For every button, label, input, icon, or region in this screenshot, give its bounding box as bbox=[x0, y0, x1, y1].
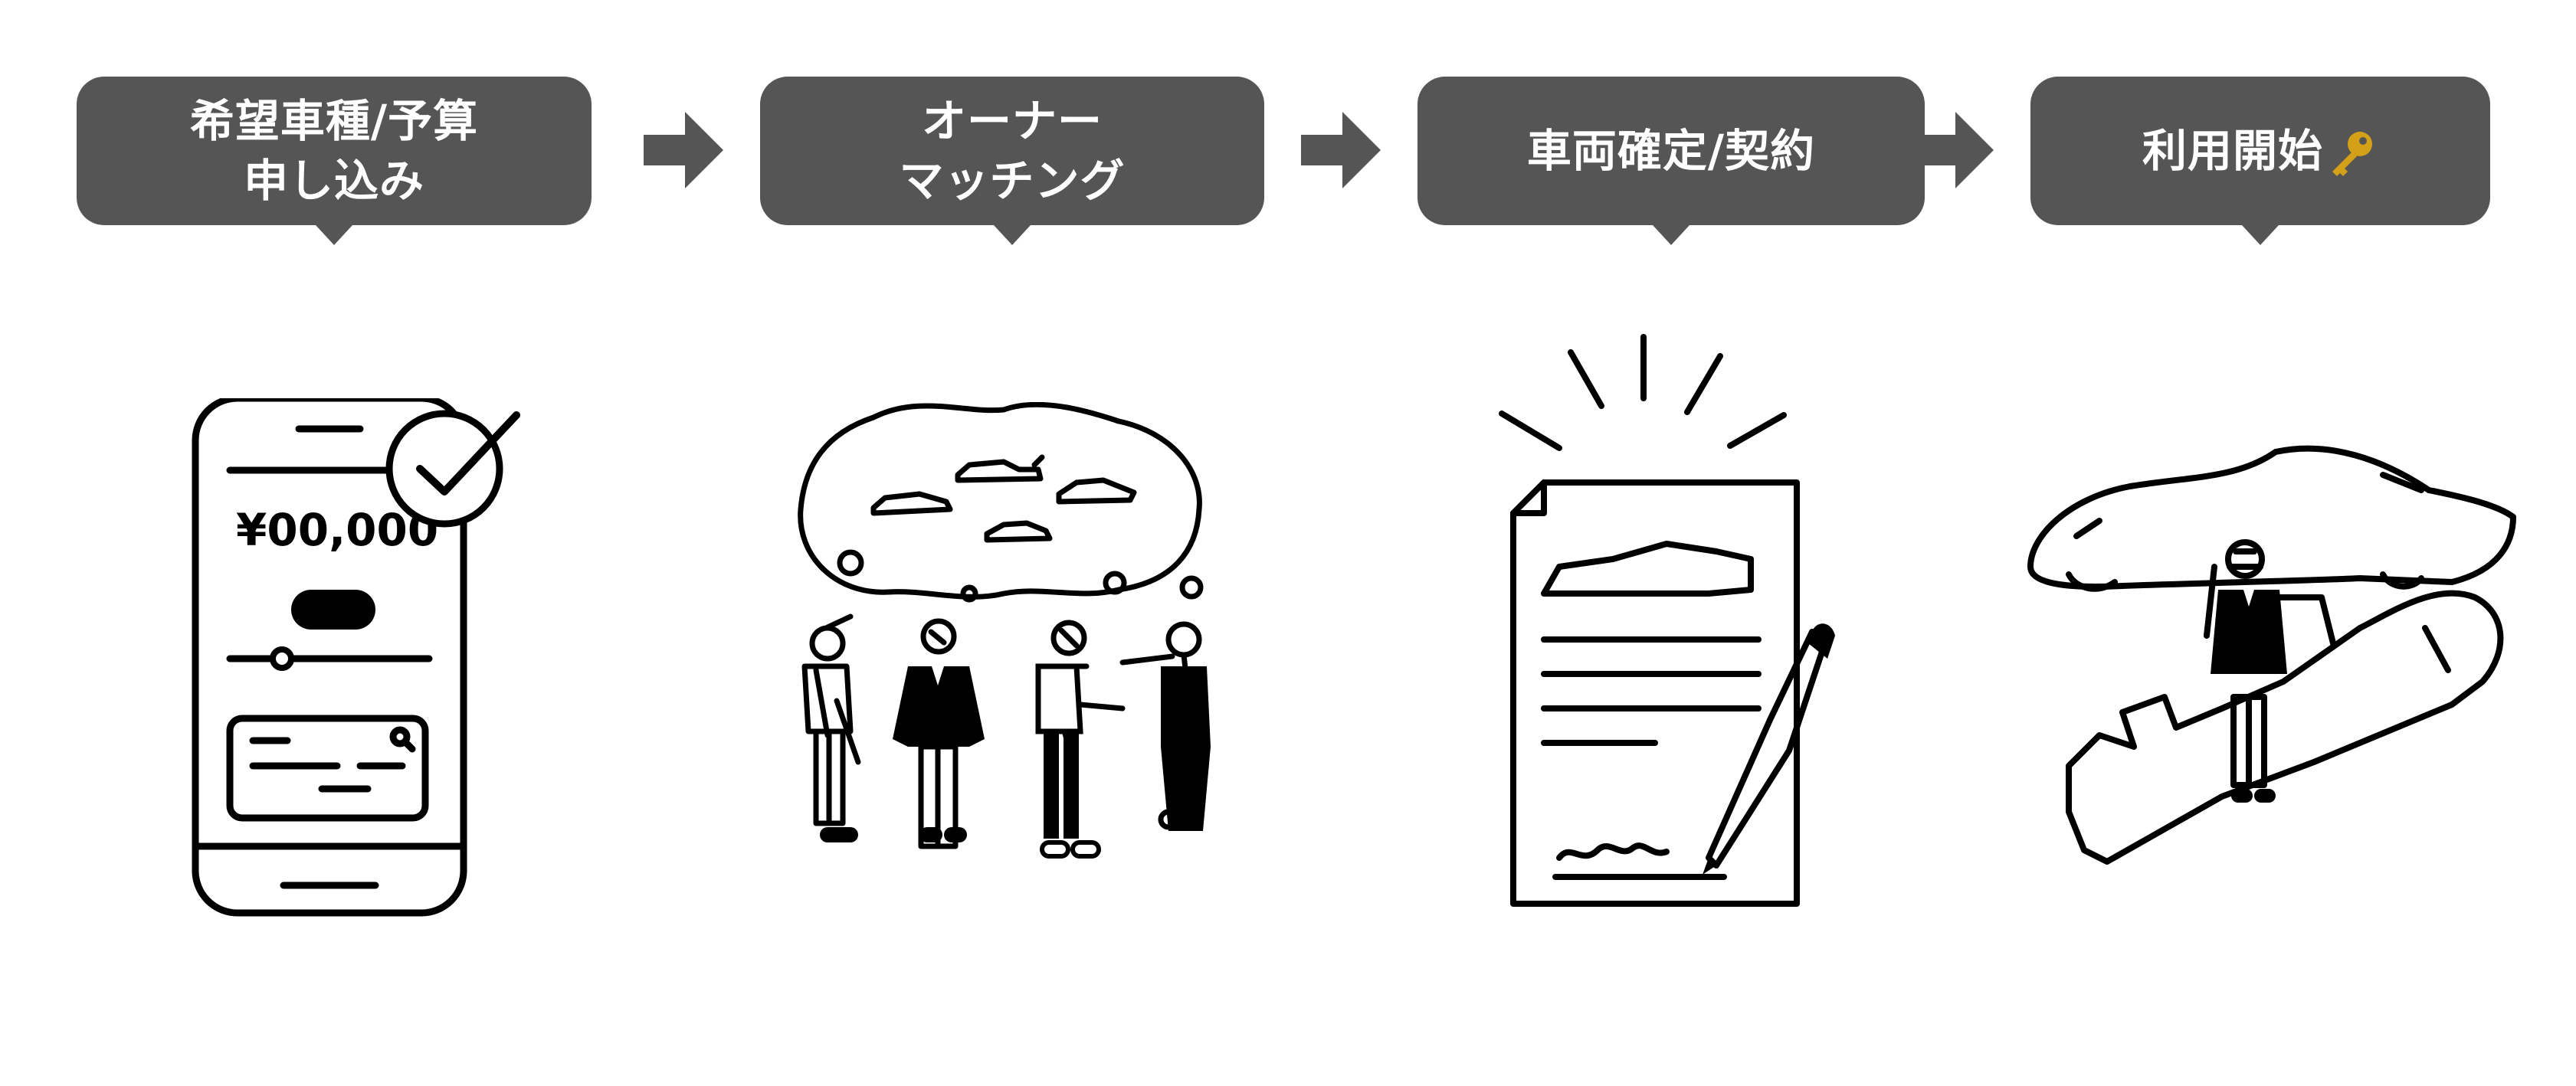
step-1-box: 希望車種/予算 申し込み bbox=[77, 77, 592, 245]
contract-signing-illustration bbox=[1499, 334, 1835, 907]
phone-price-text: ¥00,000 bbox=[236, 504, 438, 556]
step-4-label: 利用開始 bbox=[2142, 121, 2378, 181]
owner-matching-illustration bbox=[798, 402, 1211, 859]
step-4-box: 利用開始 bbox=[2030, 77, 2490, 245]
phone-application-illustration: ¥00,000 bbox=[192, 398, 520, 917]
step-3-box: 車両確定/契約 bbox=[1417, 77, 1925, 245]
start-using-car-key-illustration bbox=[2027, 445, 2516, 865]
step-1-label: 希望車種/予算 申し込み bbox=[189, 95, 479, 207]
step-2-box: オーナー マッチング bbox=[760, 77, 1264, 245]
key-icon bbox=[2332, 131, 2372, 176]
step-3-label: 車両確定/契約 bbox=[1526, 125, 1816, 177]
arrow-right-icon bbox=[1301, 112, 1381, 188]
arrow-right-icon bbox=[644, 112, 723, 188]
step-2-label: オーナー マッチング bbox=[899, 95, 1126, 207]
arrow-right-icon bbox=[1914, 112, 1994, 188]
